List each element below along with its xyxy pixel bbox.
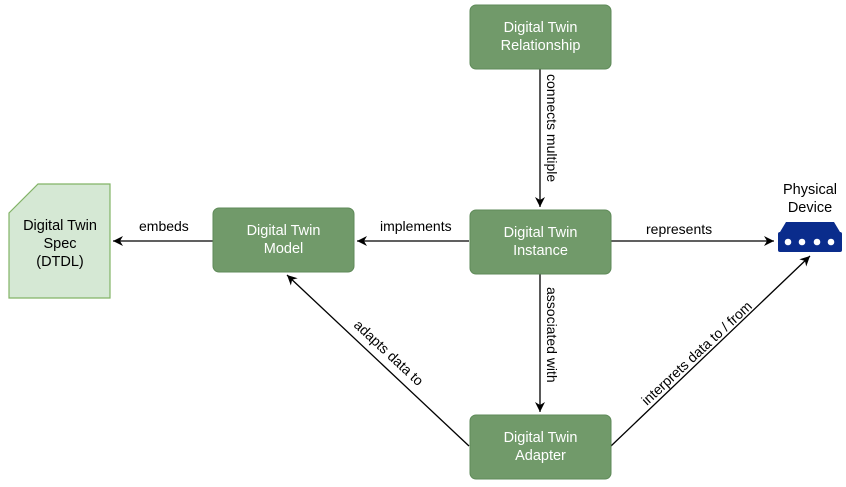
node-adapter-line1: Digital Twin	[504, 430, 578, 446]
node-digital-twin-instance: Digital Twin Instance	[469, 209, 612, 275]
node-digital-twin-adapter: Digital Twin Adapter	[469, 414, 612, 480]
label-embeds: embeds	[139, 218, 189, 234]
node-relationship-line2: Relationship	[501, 38, 581, 54]
label-adapts-data-to: adapts data to	[351, 316, 427, 388]
device-label-line1: Physical	[783, 182, 837, 198]
node-relationship-line1: Digital Twin	[504, 20, 578, 36]
node-instance-line1: Digital Twin	[504, 225, 578, 241]
label-implements: implements	[380, 218, 452, 234]
node-instance-line2: Instance	[513, 243, 568, 259]
node-spec-line1: Digital Twin	[23, 218, 97, 234]
network-device-icon	[778, 222, 842, 252]
node-adapter-line2: Adapter	[515, 448, 566, 464]
edge-adapts-data-to	[286, 274, 470, 447]
node-model-line2: Model	[264, 241, 304, 257]
label-interprets-data: interprets data to / from	[638, 298, 755, 408]
node-digital-twin-spec: Digital Twin Spec (DTDL)	[8, 183, 111, 299]
label-represents: represents	[646, 221, 712, 237]
node-physical-device: Physical Device	[778, 182, 842, 252]
node-digital-twin-model: Digital Twin Model	[212, 207, 355, 273]
label-connects-multiple: connects multiple	[544, 74, 560, 182]
device-label-line2: Device	[788, 200, 832, 216]
edge-interprets-data	[610, 255, 811, 447]
node-spec-line3: (DTDL)	[36, 254, 84, 270]
node-spec-line2: Spec	[43, 236, 76, 252]
label-associated-with: associated with	[544, 287, 560, 383]
node-model-line1: Digital Twin	[247, 223, 321, 239]
node-digital-twin-relationship: Digital Twin Relationship	[469, 4, 612, 70]
